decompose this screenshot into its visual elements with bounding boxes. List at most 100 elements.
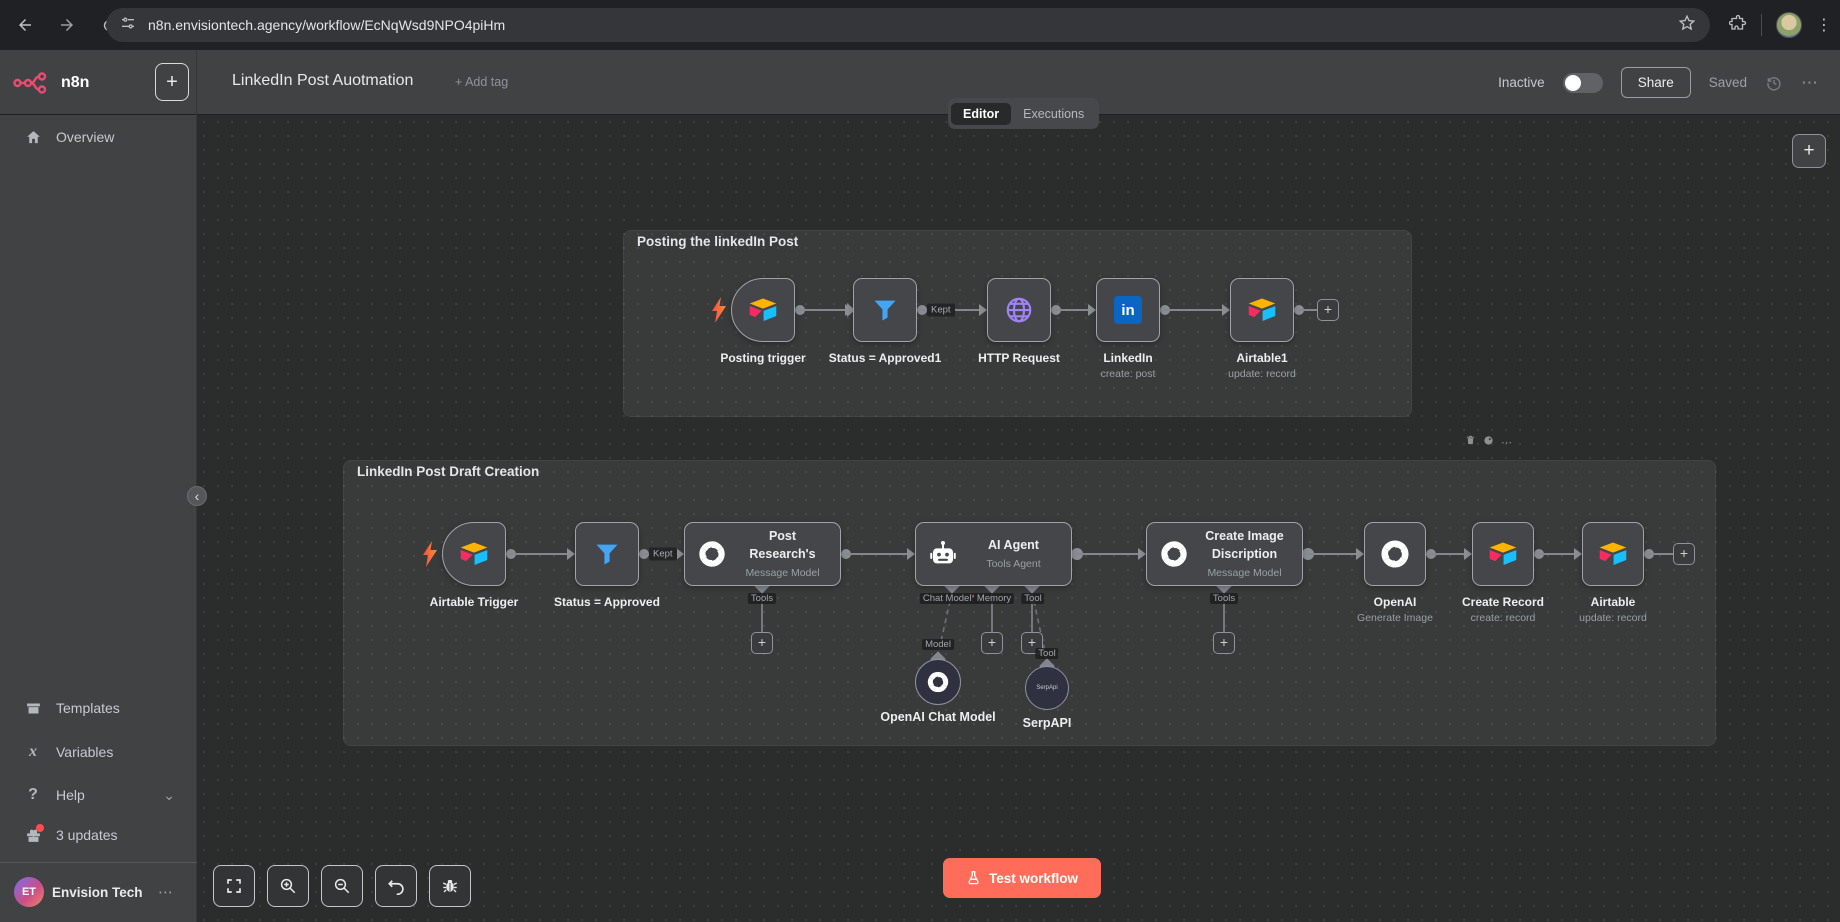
node-title: OpenAI [1373, 595, 1417, 609]
add-tool-button[interactable]: + [751, 632, 773, 654]
gift-icon [24, 823, 44, 844]
browser-menu-icon[interactable]: ⋮ [1816, 17, 1832, 34]
linkedin-icon: in [1114, 296, 1142, 324]
view-tabs: Editor Executions [948, 98, 1100, 129]
airtable-icon [1599, 542, 1627, 565]
group-title: Posting the linkedIn Post [637, 234, 799, 249]
sidebar-item-overview[interactable]: Overview [0, 119, 197, 155]
edge [795, 304, 853, 316]
node-airtable-update[interactable]: Airtable update: record [1579, 522, 1647, 624]
edge [841, 548, 915, 560]
sidebar-item-label: Help [56, 787, 85, 803]
node-linkedin[interactable]: in LinkedIn create: post [1096, 278, 1160, 380]
trigger-bolt-icon [423, 541, 437, 567]
node-status-approved[interactable]: Status = Approved [554, 522, 660, 609]
workspace-avatar[interactable]: ET [14, 877, 44, 907]
node-subtitle: create: record [1470, 612, 1536, 624]
workflow-menu-icon[interactable]: ⋯ [1801, 72, 1818, 92]
edge-label-kept: Kept [927, 303, 955, 317]
undo-button[interactable] [375, 865, 417, 907]
forward-icon[interactable] [50, 8, 84, 42]
sidebar-item-templates[interactable]: Templates [0, 690, 197, 726]
add-memory-button[interactable]: + [981, 632, 1003, 654]
n8n-logo-icon [13, 71, 47, 94]
add-tag-button[interactable]: + Add tag [455, 75, 509, 89]
logo-area: n8n + [0, 50, 197, 115]
history-icon[interactable] [1765, 74, 1783, 92]
back-icon[interactable] [8, 8, 42, 42]
node-airtable1[interactable]: Airtable1 update: record [1228, 278, 1296, 380]
add-tool-button[interactable]: + [1213, 632, 1235, 654]
workflow-canvas[interactable]: + Posting the linkedIn Post LinkedIn Pos… [197, 115, 1840, 922]
zoom-out-button[interactable] [321, 865, 363, 907]
share-button[interactable]: Share [1620, 67, 1691, 98]
node-status-approved1[interactable]: Status = Approved1 [829, 278, 941, 365]
delete-group-icon[interactable] [1465, 433, 1476, 451]
toggle-knob [1564, 74, 1581, 91]
add-node-button[interactable]: + [1792, 134, 1826, 168]
node-create-record[interactable]: Create Record create: record [1462, 522, 1544, 624]
node-openai-generate-image[interactable]: OpenAI Generate Image [1357, 522, 1433, 624]
home-icon [24, 129, 42, 146]
add-connected-node-button[interactable]: + [1673, 543, 1695, 565]
group-more-icon[interactable]: ⋯ [1501, 436, 1512, 449]
required-asterisk: * [971, 593, 975, 604]
add-connected-node-button[interactable]: + [1317, 299, 1339, 321]
filter-icon [874, 300, 896, 321]
edge [1051, 304, 1096, 316]
openai-icon [1161, 541, 1187, 567]
workspace-menu-icon[interactable]: ⋯ [158, 884, 174, 901]
sidebar-item-variables[interactable]: x Variables [0, 734, 197, 770]
subnode-openai-chat-model[interactable] [915, 659, 961, 705]
node-airtable-trigger[interactable]: Airtable Trigger [430, 522, 518, 609]
node-subtitle: Message Model [1207, 567, 1282, 579]
site-settings-icon[interactable] [120, 15, 136, 36]
extensions-icon[interactable] [1728, 14, 1747, 37]
node-posting-trigger[interactable]: Posting trigger [720, 278, 806, 365]
openai-icon [1381, 540, 1409, 568]
node-subtitle: create: post [1100, 368, 1156, 380]
edge [1426, 548, 1472, 560]
workflow-title[interactable]: LinkedIn Post Auotmation [232, 72, 414, 89]
edge [1644, 549, 1673, 559]
node-title: Airtable [1590, 595, 1636, 609]
activation-toggle[interactable] [1562, 72, 1603, 93]
n8n-logo-text: n8n [61, 73, 90, 91]
sidebar-item-updates[interactable]: 3 updates [0, 817, 197, 853]
zoom-in-button[interactable] [267, 865, 309, 907]
subnode-serpapi[interactable]: SerpApi [1025, 666, 1069, 710]
workspace-name: Envision Tech [52, 885, 143, 900]
address-bar[interactable]: n8n.envisiontech.agency/workflow/EcNqWsd… [106, 8, 1710, 42]
test-workflow-label: Test workflow [988, 870, 1078, 886]
sidebar-item-help[interactable]: ? Help ⌄ [0, 777, 197, 813]
node-title: Airtable Trigger [429, 595, 519, 609]
openai-icon [927, 671, 949, 693]
debug-bug-button[interactable] [429, 865, 471, 907]
bookmark-star-icon[interactable] [1678, 14, 1696, 37]
zoom-to-fit-button[interactable] [213, 865, 255, 907]
node-http-request[interactable]: HTTP Request [978, 278, 1060, 365]
node-title: Create Image Discription [1205, 529, 1284, 561]
flask-icon [968, 871, 979, 885]
add-workflow-button[interactable]: + [155, 63, 189, 101]
tab-executions[interactable]: Executions [1023, 106, 1085, 121]
sidebar-collapse-button[interactable]: ‹ [187, 486, 207, 506]
edge [1160, 304, 1230, 316]
port-label-memory: Memory [973, 593, 1015, 604]
url-text[interactable]: n8n.envisiontech.agency/workflow/EcNqWsd… [148, 17, 506, 33]
test-workflow-button[interactable]: Test workflow [943, 858, 1101, 898]
airtable-icon [1489, 542, 1517, 565]
workflow-edges [506, 303, 1673, 674]
airtable-icon [460, 542, 488, 565]
node-title: Status = Approved [554, 595, 660, 609]
tab-editor[interactable]: Editor [951, 102, 1012, 125]
port-label-tools: Tools [1209, 593, 1239, 604]
node-subtitle: Message Model [745, 567, 820, 579]
browser-profile-avatar[interactable] [1776, 12, 1802, 38]
clone-group-icon[interactable] [1483, 433, 1494, 451]
edge [506, 548, 575, 560]
sidebar-item-label: Overview [56, 129, 115, 145]
